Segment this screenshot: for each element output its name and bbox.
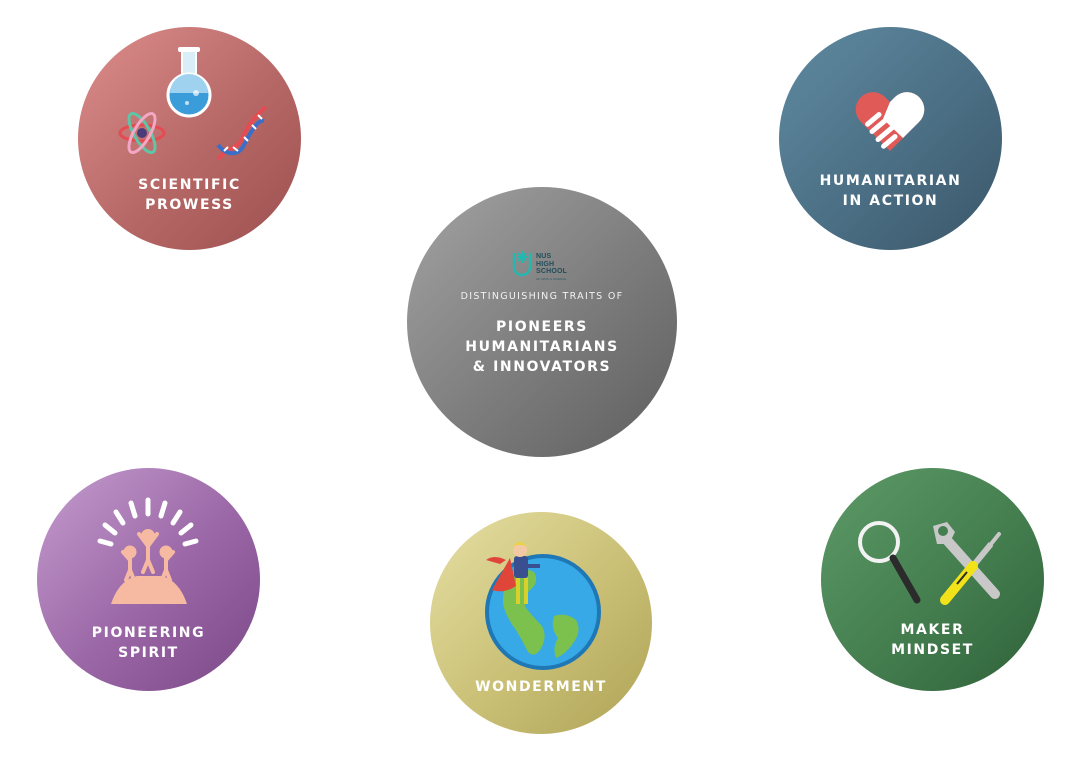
nus-high-school-logo-icon	[512, 251, 532, 277]
heart-handshake-icon	[855, 92, 925, 151]
trait-wonderment: WONDERMENT	[430, 512, 652, 734]
people-on-summit-icon	[97, 497, 199, 604]
tools-icon	[933, 522, 1001, 605]
flask-icon	[166, 47, 212, 118]
trait-label: SCIENTIFIC PROWESS	[138, 177, 241, 213]
hero-on-globe-icon	[485, 542, 601, 670]
magnifier-icon	[858, 521, 921, 604]
trait-label: WONDERMENT	[475, 679, 607, 695]
dna-icon	[216, 105, 268, 161]
logo-wordmark: NUS HIGH SCHOOL	[536, 253, 568, 275]
trait-label: MAKER MINDSET	[891, 622, 974, 658]
core-traits-circle: NUS HIGH SCHOOL OF MATH & SCIENCE DISTIN…	[407, 187, 677, 457]
trait-pioneering-spirit: PIONEERING SPIRIT	[37, 468, 260, 691]
trait-label: HUMANITARIAN IN ACTION	[819, 173, 962, 209]
core-title: PIONEERS HUMANITARIANS & INNOVATORS	[465, 319, 619, 375]
atom-icon	[118, 112, 166, 154]
core-intro: DISTINGUISHING TRAITS OF	[460, 291, 624, 302]
trait-maker-mindset: MAKER MINDSET	[821, 468, 1044, 691]
trait-humanitarian-in-action: HUMANITARIAN IN ACTION	[779, 27, 1002, 250]
logo-tagline: OF MATH & SCIENCE	[536, 277, 567, 281]
trait-label: PIONEERING SPIRIT	[91, 625, 206, 661]
trait-scientific-prowess: SCIENTIFIC PROWESS	[78, 27, 301, 250]
